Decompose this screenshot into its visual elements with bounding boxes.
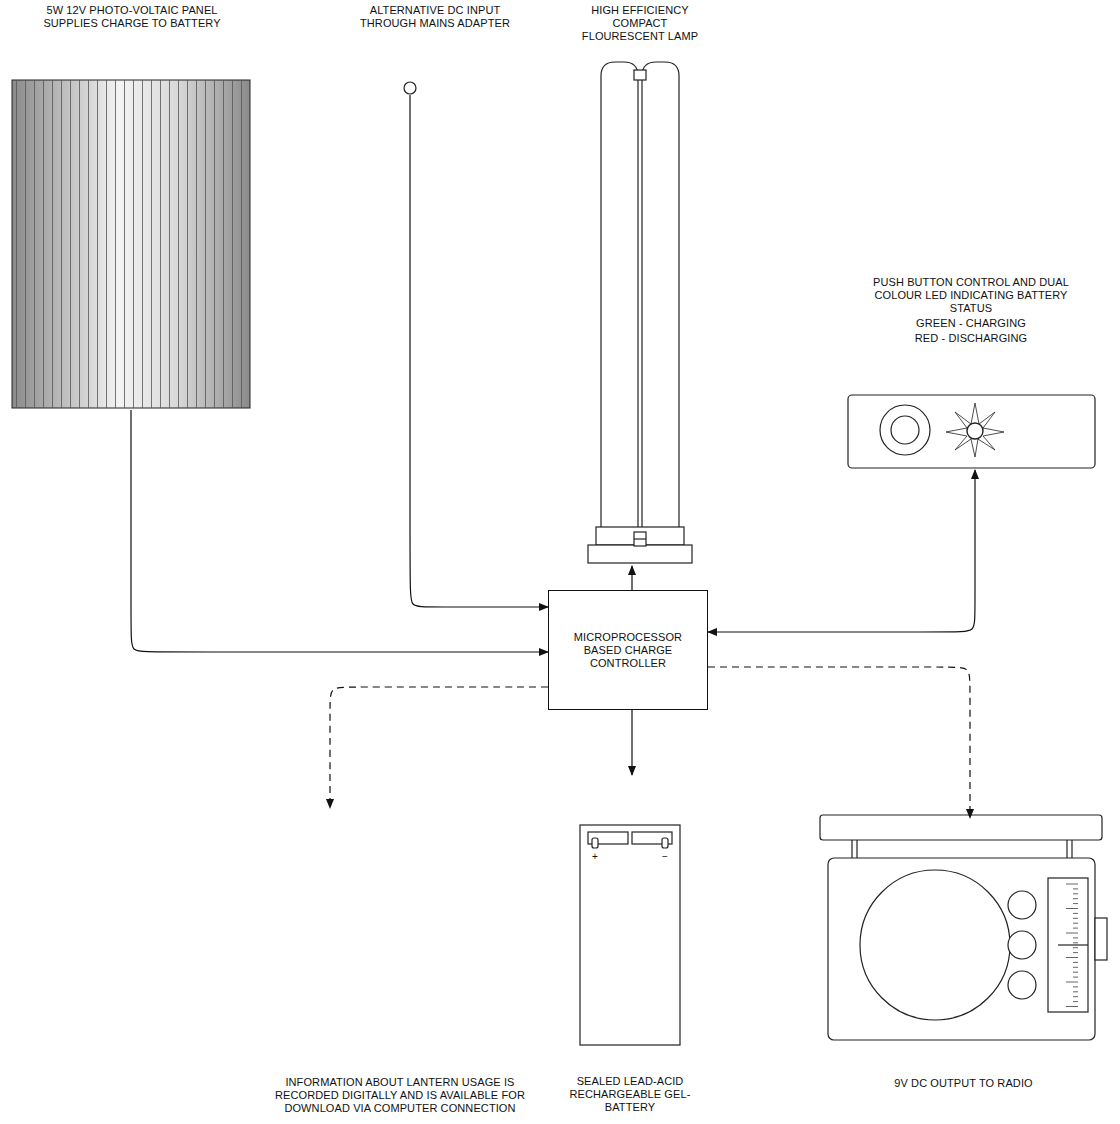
terminal-minus: − (662, 852, 668, 862)
node-label: HIGH EFFICIENCY COMPACT FLOURESCENT LAMP (570, 4, 710, 43)
controller-box: MICROPROCESSOR BASED CHARGE CONTROLLER (548, 590, 708, 710)
dial-tick (1073, 923, 1078, 924)
dial-tick (1073, 903, 1078, 904)
dashed-arrow (330, 687, 548, 808)
dial-tick (1073, 996, 1078, 997)
dial-tick (1073, 888, 1078, 889)
connector-arrow (708, 470, 975, 632)
dial-tick (1066, 933, 1078, 934)
dc-input-terminal (404, 82, 416, 94)
radio-node: 9V DC OUTPUT TO RADIO (815, 808, 1112, 1090)
node-label: SEALED LEAD-ACID RECHARGEABLE GEL-BATTER… (565, 1075, 695, 1114)
dial-tick (1073, 928, 1078, 929)
battery-node: SEALED LEAD-ACID RECHARGEABLE GEL-BATTER… (560, 818, 700, 1114)
dial-tick (1073, 991, 1078, 992)
dial-tick (1066, 1006, 1078, 1007)
node-label: INFORMATION ABOUT LANTERN USAGE IS RECOR… (275, 1076, 525, 1115)
dial-tick (1073, 986, 1078, 987)
dial-tick (1066, 884, 1078, 885)
node-label: PUSH BUTTON CONTROL AND DUAL COLOUR LED … (871, 276, 1071, 315)
pv-panel-node: 5W 12V PHOTO-VOLTAIC PANEL SUPPLIES CHAR… (10, 4, 254, 410)
dc-input-node: ALTERNATIVE DC INPUT THROUGH MAINS ADAPT… (355, 4, 515, 95)
node-label: GREEN - CHARGING (916, 317, 1026, 330)
dial-tick (1073, 972, 1078, 973)
dial-tick (1073, 937, 1078, 938)
cfl-lamp (588, 62, 692, 563)
connector-arrow (631, 566, 632, 590)
dial-tick (1066, 957, 1078, 958)
dial-tick (1073, 947, 1078, 948)
dial-tick (1073, 942, 1078, 943)
battery (580, 825, 680, 1045)
node-label: RED - DISCHARGING (915, 332, 1027, 345)
dashed-arrow (708, 667, 970, 818)
dial-tick (1073, 898, 1078, 899)
radio (820, 815, 1107, 1040)
dial-tick (1073, 893, 1078, 894)
dial-tick (1073, 977, 1078, 978)
node-label: ALTERNATIVE DC INPUT THROUGH MAINS ADAPT… (355, 4, 515, 30)
node-label: 5W 12V PHOTO-VOLTAIC PANEL SUPPLIES CHAR… (27, 4, 237, 30)
dial-tick (1073, 1001, 1078, 1002)
dial-tick (1066, 982, 1078, 983)
lamp-node: HIGH EFFICIENCY COMPACT FLOURESCENT LAMP (570, 4, 710, 566)
dial-tick (1073, 962, 1078, 963)
dial-tick (1073, 952, 1078, 953)
pv-panel (12, 80, 250, 408)
dial-tick (1073, 913, 1078, 914)
connector-arrow (631, 710, 632, 775)
dial-tick (1066, 908, 1078, 909)
dial-tick (1073, 967, 1078, 968)
connector-arrow (131, 410, 548, 652)
usage-info-node: INFORMATION ABOUT LANTERN USAGE IS RECOR… (220, 775, 580, 1115)
terminal-plus: + (592, 852, 598, 862)
node-label: 9V DC OUTPUT TO RADIO (894, 1077, 1032, 1090)
dial-tick (1073, 918, 1078, 919)
button-panel (848, 395, 1095, 468)
button-panel-node: PUSH BUTTON CONTROL AND DUAL COLOUR LED … (840, 276, 1102, 470)
node-label: MICROPROCESSOR BASED CHARGE CONTROLLER (563, 631, 693, 670)
connector-arrow (410, 95, 548, 607)
